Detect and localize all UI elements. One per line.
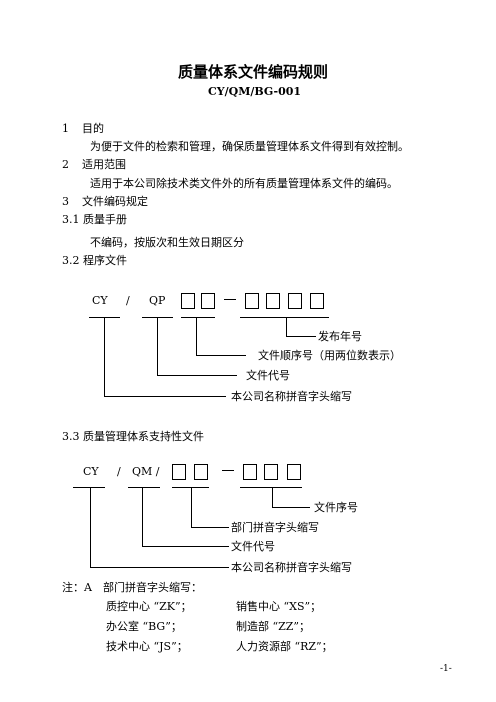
section-3-3-heading: 3.3 质量管理体系支持性文件 xyxy=(62,430,204,443)
diagram1-year-box-3 xyxy=(288,293,302,309)
diagram1-seq-box-1 xyxy=(181,293,195,309)
section-2-number: 2 xyxy=(62,158,69,171)
diagram2-dept-box-2 xyxy=(194,464,208,480)
diagram1-connector-company xyxy=(104,318,105,396)
diagram2-leader-company xyxy=(90,567,229,568)
diagram1-label-company: 本公司名称拼音字头缩写 xyxy=(231,390,352,403)
diagram2-leader-code xyxy=(142,546,229,547)
diagram2-seq-box-1 xyxy=(243,464,257,480)
diagram2-dash xyxy=(222,470,234,471)
note-item-xs: 销售中心 “XS”； xyxy=(236,600,322,613)
diagram1-underline-qp xyxy=(142,317,173,318)
diagram2-connector-dept xyxy=(191,488,192,527)
document-code: CY/QM/BG-001 xyxy=(208,85,302,98)
diagram2-seq-box-3 xyxy=(287,464,301,480)
diagram2-underline-dept xyxy=(172,487,209,488)
diagram1-cy: CY xyxy=(92,294,108,307)
diagram2-connector-code xyxy=(142,488,143,546)
section-3-2-heading: 3.2 程序文件 xyxy=(62,254,127,267)
diagram2-slash: / xyxy=(117,465,121,478)
note-item-rz: 人力资源部 “RZ”； xyxy=(236,640,333,653)
diagram1-connector-code xyxy=(157,318,158,375)
diagram1-leader-company xyxy=(104,396,226,397)
page-number: -1- xyxy=(440,664,452,674)
section-1-body: 为便于文件的检索和管理，确保质量管理体系文件得到有效控制。 xyxy=(90,140,409,153)
section-3-1-body: 不编码，按版次和生效日期区分 xyxy=(90,236,244,249)
section-3-number: 3 xyxy=(62,195,69,208)
diagram2-underline-qm xyxy=(128,487,160,488)
diagram1-underline-seq xyxy=(181,317,215,318)
diagram2-cy: CY xyxy=(83,465,99,478)
diagram1-connector-year xyxy=(286,318,287,336)
note-item-zz: 制造部 “ZZ”； xyxy=(236,620,311,633)
diagram1-label-seq: 文件顺序号（用两位数表示） xyxy=(258,349,401,362)
section-1-title: 目的 xyxy=(82,122,104,135)
section-1-number: 1 xyxy=(62,122,69,135)
diagram1-dash xyxy=(224,299,236,300)
section-3-title: 文件编码规定 xyxy=(82,195,148,208)
note-item-bg: 办公室 “BG”； xyxy=(106,620,182,633)
note-prefix: 注：A xyxy=(62,581,92,594)
diagram1-label-year: 发布年号 xyxy=(318,330,362,343)
note-title: 部门拼音字头缩写： xyxy=(103,581,202,594)
diagram2-label-dept: 部门拼音字头缩写 xyxy=(231,521,319,534)
note-item-zk: 质控中心 “ZK”； xyxy=(106,600,192,613)
diagram1-leader-year xyxy=(286,336,316,337)
diagram1-year-box-1 xyxy=(245,293,259,309)
diagram2-label-seq: 文件序号 xyxy=(314,501,358,514)
diagram2-connector-seq xyxy=(272,488,273,507)
diagram2-leader-dept xyxy=(191,527,229,528)
diagram2-label-company: 本公司名称拼音字头缩写 xyxy=(231,561,352,574)
document-title: 质量体系文件编码规则 xyxy=(178,63,329,81)
diagram1-slash: / xyxy=(126,294,130,307)
section-3-1-heading: 3.1 质量手册 xyxy=(62,213,127,226)
diagram1-label-code: 文件代号 xyxy=(246,369,290,382)
diagram2-leader-seq xyxy=(272,507,310,508)
diagram1-seq-box-2 xyxy=(201,293,215,309)
diagram2-dept-box-1 xyxy=(172,464,186,480)
diagram2-seq-box-2 xyxy=(264,464,278,480)
diagram1-year-box-4 xyxy=(310,293,324,309)
diagram1-underline-year xyxy=(240,317,329,318)
diagram1-qp: QP xyxy=(149,294,166,307)
diagram1-leader-code xyxy=(157,375,237,376)
section-2-body: 适用于本公司除技术类文件外的所有质量管理体系文件的编码。 xyxy=(90,177,398,190)
diagram2-qm: QM / xyxy=(132,465,160,478)
diagram2-label-code: 文件代号 xyxy=(231,540,275,553)
diagram1-connector-seq xyxy=(196,318,197,355)
diagram2-underline-seq xyxy=(240,487,302,488)
diagram2-underline-cy xyxy=(73,487,105,488)
diagram1-underline-cy xyxy=(89,317,120,318)
diagram2-connector-company xyxy=(90,488,91,567)
section-2-title: 适用范围 xyxy=(82,158,126,171)
note-item-js: 技术中心 “JS”； xyxy=(106,640,188,653)
diagram1-year-box-2 xyxy=(266,293,280,309)
diagram1-leader-seq xyxy=(196,355,246,356)
